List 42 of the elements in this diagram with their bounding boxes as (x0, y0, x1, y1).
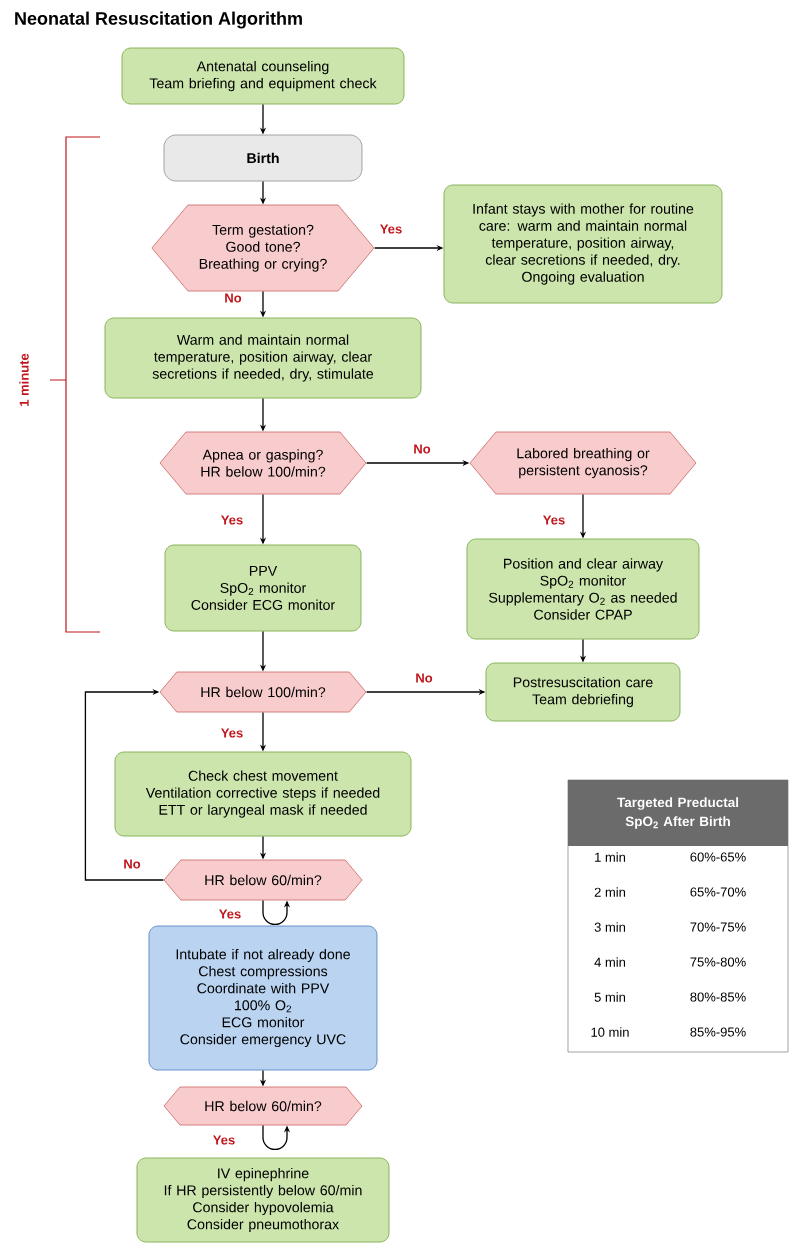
process-box: Check chest movement Ventilation corrective steps if needed ETT or laryngeal mask if needed (114, 751, 412, 837)
edge-label: Yes (211, 1134, 237, 1146)
edge-label: Yes (378, 223, 404, 235)
edge-label: Yes (219, 727, 245, 739)
decision-hexagon: Term gestation? Good tone? Breathing or crying? (151, 204, 375, 292)
process-box: PPV SpO$_{2}$ monitor Consider ECG monitor (164, 544, 362, 632)
decision-hexagon: HR below 100/min? (159, 671, 367, 713)
decision-hexagon: HR below 60/min? (163, 1086, 363, 1126)
table-cell: 1 min (595, 852, 626, 862)
edge-label: Yes (219, 514, 245, 526)
edge-label: Yes (217, 908, 243, 920)
table-cell: 5 min (594, 992, 626, 1002)
table-cell: 85%-95% (690, 1027, 746, 1037)
edge-label: No (414, 672, 434, 684)
process-box: Infant stays with mother for routine care: warm and maintain normal temperature, position airway, clear secretions if needed, dry. Ongoing evaluation (443, 184, 723, 304)
table-cell: 75%-80% (690, 957, 746, 967)
process-box: Postresuscitation care Team debriefing (485, 662, 681, 722)
table-cell: 4 min (594, 957, 626, 967)
title: Neonatal Resuscitation Algorithm (15, 11, 302, 29)
table-cell: 80%-85% (690, 992, 746, 1002)
edge-label: No (122, 858, 142, 870)
process-box: IV epinephrine If HR persistently below 60/min Consider hypovolemia Consider pneumothorax (136, 1157, 390, 1243)
process-box: Antenatal counseling Team briefing and equipment check (121, 47, 405, 105)
process-box: Position and clear airway SpO$_{2}$ monitor Supplementary O$_{2}$ as needed Consider CPAP (466, 538, 700, 640)
edge-label: No (223, 292, 243, 304)
process-box: Intubate if not already done Chest compressions Coordinate with PPV 100% O$_{2}$ ECG monitor Consider emergency UVC (148, 925, 378, 1071)
process-box: Warm and maintain normal temperature, position airway, clear secretions if needed, dry, stimulate (104, 317, 422, 399)
start-box: Birth (163, 134, 363, 182)
edge-label: No (412, 443, 432, 455)
edge-label: Yes (541, 514, 567, 526)
table-cell: 70%-75% (690, 922, 746, 932)
table-cell: 2 min (594, 887, 626, 897)
decision-hexagon: Apnea or gasping? HR below 100/min? (159, 431, 367, 495)
table-cell: 3 min (594, 922, 626, 932)
table-cell: 60%-65% (690, 852, 746, 862)
decision-hexagon: Labored breathing or persistent cyanosis? (469, 431, 697, 495)
table-cell: 65%-70% (690, 887, 746, 897)
table-header: Targeted Preductal SpO$_{2}$ After Birth (568, 780, 788, 846)
arrow (84, 688, 165, 881)
time-label: 1 minute (19, 353, 29, 406)
decision-hexagon: HR below 60/min? (163, 859, 363, 901)
table-cell: 10 min (591, 1027, 629, 1037)
